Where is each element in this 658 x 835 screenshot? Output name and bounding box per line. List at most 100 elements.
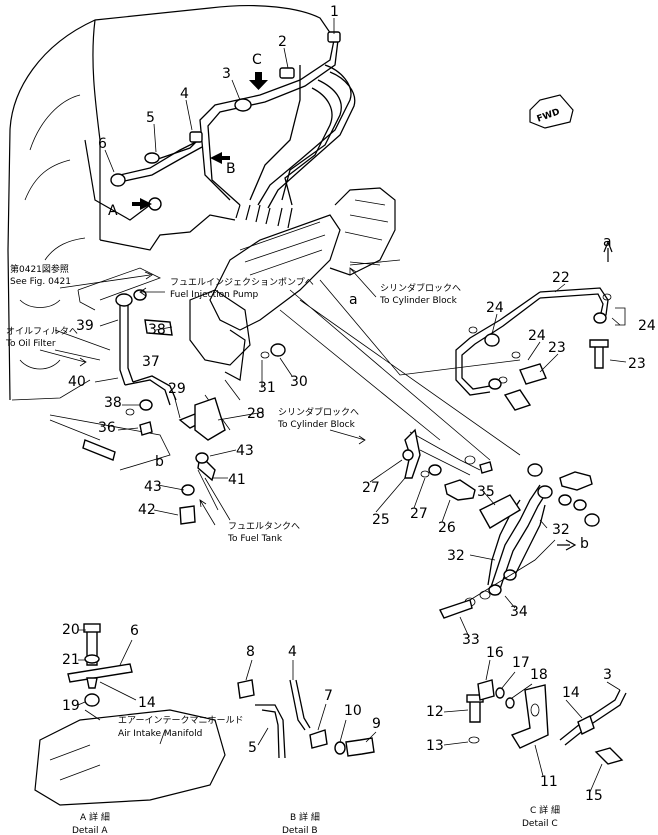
part-43-bottom: 43	[144, 479, 162, 495]
part-31: 31	[258, 380, 276, 396]
part-30: 30	[290, 374, 308, 390]
part-13: 13	[426, 738, 444, 754]
detail-a	[34, 623, 226, 806]
injection-pipes	[119, 34, 356, 229]
see-fig-jp: 第0421図参照	[10, 263, 69, 275]
fuel-injection-pump-assembly	[189, 187, 396, 381]
part-24-right: 24	[638, 318, 656, 334]
part-22: 22	[552, 270, 570, 286]
part-34: 34	[510, 604, 528, 620]
view-markers: a a b b	[155, 234, 612, 552]
part-15: 15	[585, 788, 603, 804]
view-c-label: C	[252, 52, 262, 68]
part-10: 10	[344, 703, 362, 719]
engine-block	[7, 5, 336, 401]
view-b-label: B	[226, 161, 236, 177]
bracket-25-assembly	[402, 428, 493, 501]
air-intake-en: Air Intake Manifold	[118, 729, 202, 739]
part-20: 20	[62, 622, 80, 638]
see-fig-en: See Fig. 0421	[10, 277, 71, 287]
part-21: 21	[62, 652, 80, 668]
forward-direction-marker: FWD	[529, 94, 574, 129]
detail-c-jp: C 詳 細	[530, 804, 560, 816]
fuel-tank-jp: フュエルタンクへ	[228, 521, 300, 532]
part-25: 25	[372, 512, 390, 528]
annotations: 第0421図参照 See Fig. 0421 フュエルインジェクションポンプへ …	[5, 263, 461, 739]
fuel-hose-assembly	[82, 289, 286, 525]
part-38-bottom: 38	[104, 395, 122, 411]
air-intake-jp: エアーインテークマニホールド	[118, 715, 243, 726]
detail-c-en: Detail C	[522, 819, 558, 829]
part-32-right: 32	[552, 522, 570, 538]
marker-b-left: b	[155, 454, 164, 470]
detail-a-jp: A 詳 細	[80, 811, 110, 823]
oil-filter-jp: オイルフィルタへ	[6, 326, 78, 337]
marker-a-pipe: a	[603, 234, 612, 250]
detail-b-en: Detail B	[282, 826, 318, 835]
part-8: 8	[246, 644, 255, 660]
pipe-22-assembly	[455, 240, 626, 411]
number-leaders	[77, 18, 627, 793]
part-32-left: 32	[447, 548, 465, 564]
part-42: 42	[138, 502, 156, 518]
part-37: 37	[142, 354, 160, 370]
view-a-label: A	[108, 203, 118, 219]
oil-filter-en: To Oil Filter	[5, 339, 56, 349]
part-28: 28	[247, 406, 265, 422]
part-5: 5	[146, 110, 155, 126]
part-9: 9	[372, 716, 381, 732]
part-36: 36	[98, 420, 116, 436]
detail-b	[237, 679, 375, 759]
part-14-detail-c: 14	[562, 685, 580, 701]
cyl-block-top-en: To Cylinder Block	[379, 296, 458, 306]
part-24-mid: 24	[528, 328, 546, 344]
part-3-detail-c: 3	[603, 667, 612, 683]
part-40: 40	[68, 374, 86, 390]
part-23-right: 23	[628, 356, 646, 372]
part-4: 4	[180, 86, 189, 102]
part-7: 7	[324, 688, 333, 704]
part-12: 12	[426, 704, 444, 720]
part-4-detail-b: 4	[288, 644, 297, 660]
part-1: 1	[330, 4, 339, 20]
part-3: 3	[222, 66, 231, 82]
part-24-top: 24	[486, 300, 504, 316]
detail-b-jp: B 詳 細	[290, 811, 320, 823]
detail-captions: A 詳 細 Detail A B 詳 細 Detail B C 詳 細 Deta…	[72, 804, 560, 835]
view-arrows: C B A	[108, 52, 268, 219]
part-23-mid: 23	[548, 340, 566, 356]
part-14-detail-a: 14	[138, 695, 156, 711]
fuel-pump-jp: フュエルインジェクションポンプへ	[170, 277, 314, 288]
fuel-tank-en: To Fuel Tank	[227, 534, 283, 544]
marker-b-right: b	[580, 536, 589, 552]
marker-a-pump: a	[349, 292, 358, 308]
part-39: 39	[76, 318, 94, 334]
pipe-32-assembly	[439, 463, 600, 619]
part-29: 29	[168, 381, 186, 397]
cyl-block-mid-en: To Cylinder Block	[277, 420, 356, 430]
fuel-pump-en: Fuel Injection Pump	[170, 290, 258, 300]
part-27-right: 27	[410, 506, 428, 522]
part-19: 19	[62, 698, 80, 714]
part-18: 18	[530, 667, 548, 683]
part-5-detail-b: 5	[248, 740, 257, 756]
part-17: 17	[512, 655, 530, 671]
part-26: 26	[438, 520, 456, 536]
part-numbers: 1 2 3 4 5 6 22 24 24 24 23 23 25 26 27 2…	[62, 4, 656, 804]
detail-c	[466, 679, 627, 765]
part-2: 2	[278, 34, 287, 50]
part-6: 6	[98, 136, 107, 152]
cyl-block-top-jp: シリンダブロックへ	[380, 282, 461, 294]
part-35: 35	[477, 484, 495, 500]
part-11: 11	[540, 774, 558, 790]
cyl-block-mid-jp: シリンダブロックへ	[278, 406, 359, 418]
part-6-detail-a: 6	[130, 623, 139, 639]
detail-a-en: Detail A	[72, 826, 108, 835]
part-41: 41	[228, 472, 246, 488]
part-16: 16	[486, 645, 504, 661]
note-arrows	[39, 267, 377, 745]
part-33: 33	[462, 632, 480, 648]
part-43-top: 43	[236, 443, 254, 459]
part-27-left: 27	[362, 480, 380, 496]
